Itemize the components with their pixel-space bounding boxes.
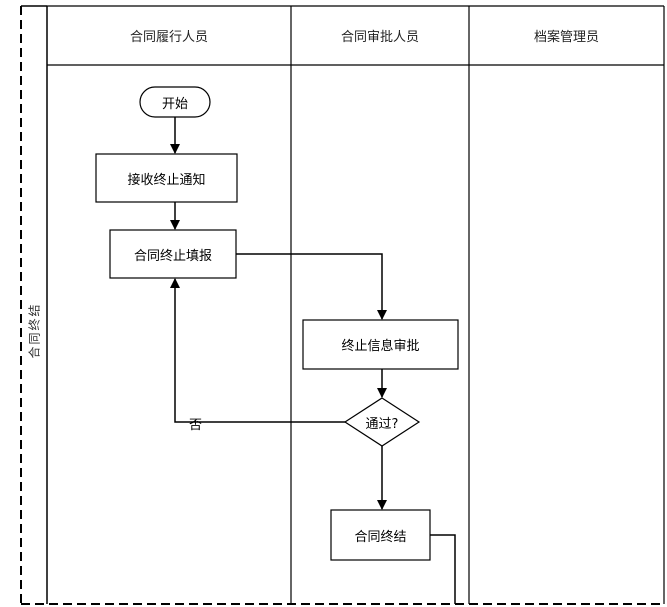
approve-info-shape <box>302 319 459 370</box>
fill-report-label: 合同终止填报 <box>133 248 212 264</box>
edge-end-continue <box>430 534 456 604</box>
start-node-label: 开始 <box>161 96 188 112</box>
decision-label: 通过? <box>365 416 399 432</box>
lane-header-contract-approver: 合同审批人员 <box>340 30 419 45</box>
lane-header-archive-manager: 档案管理员 <box>533 30 599 45</box>
connectors <box>170 117 456 604</box>
reject-edge-label: 否 <box>189 418 203 433</box>
fill-report-shape <box>109 229 237 279</box>
edge-fill-to-approve <box>236 253 387 320</box>
pool-label-text: 合同终结 <box>27 301 42 359</box>
receive-notice-label: 接收终止通知 <box>127 172 206 188</box>
lane-header-contract-performer: 合同履行人员 <box>129 30 208 45</box>
lane-borders <box>47 5 665 604</box>
pool-label: 合同终结 <box>21 60 46 600</box>
receive-notice-shape <box>95 153 238 203</box>
approve-info-label: 终止信息审批 <box>341 339 420 354</box>
edge-decision-reject <box>170 278 345 423</box>
pool-frame <box>20 5 664 605</box>
contract-end-label: 合同终结 <box>354 529 407 545</box>
